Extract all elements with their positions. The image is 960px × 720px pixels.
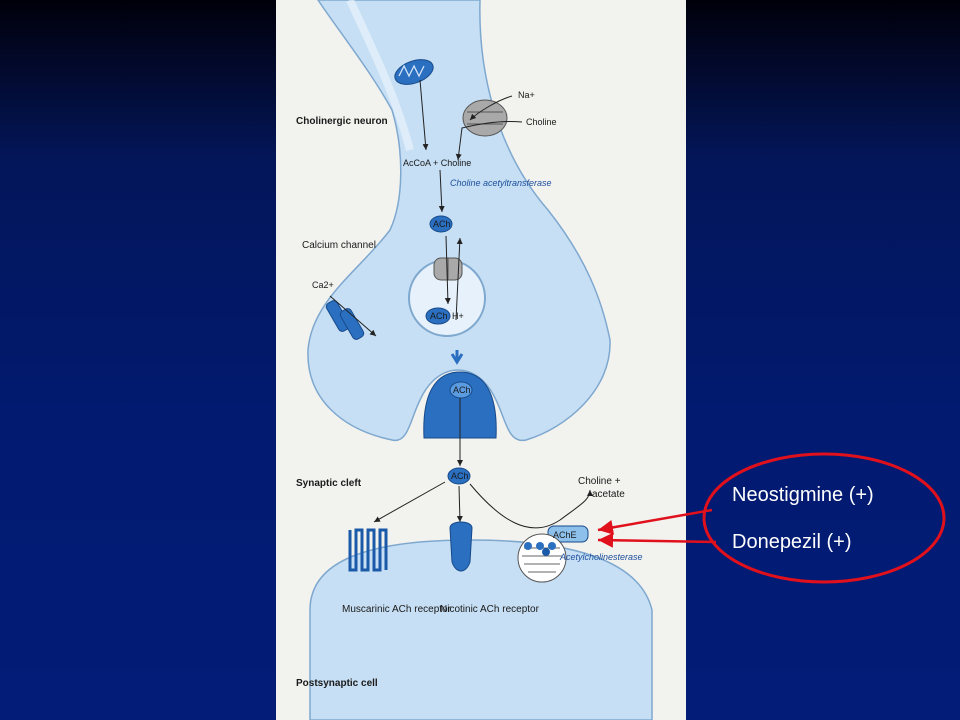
mitochondrion [394, 59, 434, 85]
label-ca: Ca2+ [312, 280, 334, 290]
drug-highlight-ellipse [702, 452, 946, 584]
label-acetylcholinesterase: Acetylcholinesterase [559, 552, 643, 562]
acetylcholinesterase [517, 525, 589, 583]
label-choline: Choline [526, 117, 557, 127]
label-ach-1: ACh [433, 219, 451, 229]
drug-donepezil: Donepezil (+) [732, 531, 852, 553]
label-ach-cleft: ACh [451, 471, 469, 481]
label-choline-plus: Choline + [578, 476, 621, 487]
choline-transporter [462, 99, 508, 137]
muscarinic-receptor [348, 528, 388, 572]
label-postsynaptic: Postsynaptic cell [296, 678, 378, 689]
label-ache: AChE [553, 530, 577, 540]
label-cholinergic-neuron: Cholinergic neuron [296, 116, 388, 127]
label-enzyme: Choline acetyltransferase [450, 178, 552, 188]
nicotinic-receptor [449, 521, 473, 572]
label-calcium-channel: Calcium channel [302, 240, 376, 251]
label-na: Na+ [518, 90, 535, 100]
label-ach-fused: ACh [453, 385, 471, 395]
label-accoa-choline: AcCoA + Choline [403, 158, 471, 168]
calcium-channel [325, 300, 365, 340]
label-acetate: acetate [592, 489, 625, 500]
arrow-neostigmine [597, 508, 713, 535]
label-synaptic-cleft: Synaptic cleft [296, 478, 362, 489]
label-nicotinic: Nicotinic ACh receptor [440, 604, 540, 615]
label-h-plus: H+ [452, 311, 464, 321]
drug-neostigmine: Neostigmine (+) [732, 484, 874, 506]
presynaptic-terminal [307, 0, 611, 442]
label-muscarinic: Muscarinic ACh receptor [342, 604, 452, 615]
arrow-donepezil [597, 532, 717, 548]
label-ach-vesicle: ACh [430, 311, 448, 321]
ach-molecule [429, 215, 453, 233]
